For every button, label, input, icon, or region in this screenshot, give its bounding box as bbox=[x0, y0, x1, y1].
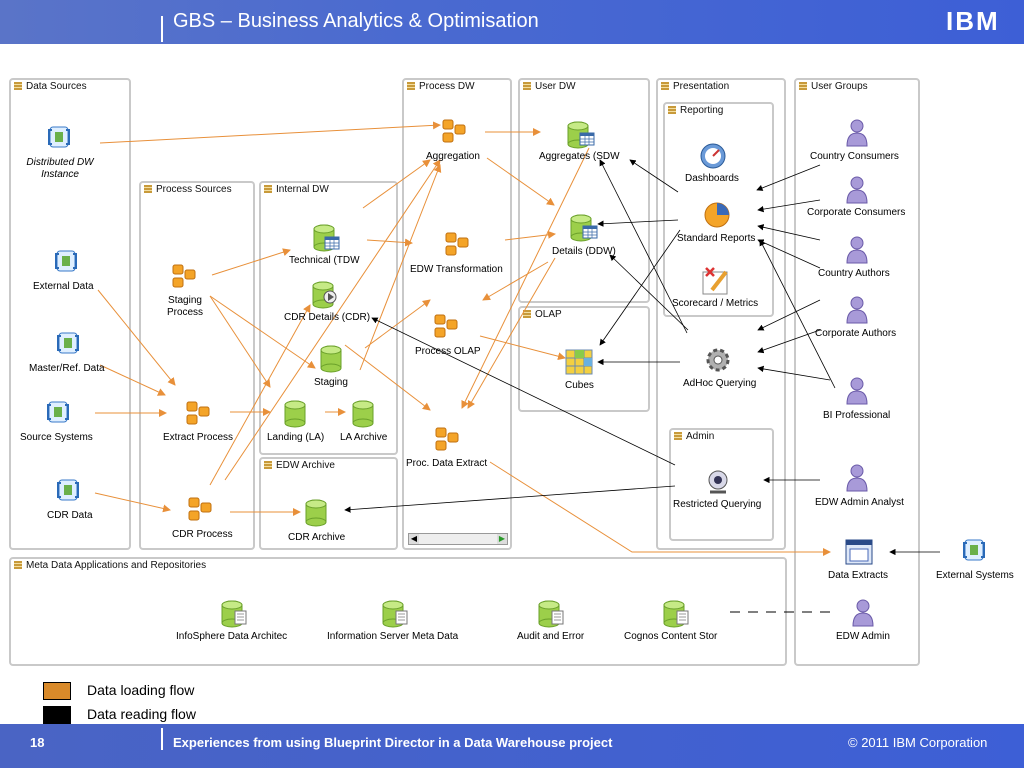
node-data-extracts: Data Extracts bbox=[828, 570, 889, 581]
node-cubes: Cubes bbox=[565, 380, 594, 391]
node-proc-data-extract: Proc. Data Extract bbox=[406, 458, 488, 469]
legend-loading-swatch bbox=[43, 682, 71, 700]
person-icon-bi-professional bbox=[846, 377, 868, 405]
proc-data-extract-icon bbox=[435, 427, 459, 451]
page-number: 18 bbox=[30, 735, 45, 750]
node-cdr-data: CDR Data bbox=[47, 510, 93, 521]
legend-loading-label: Data loading flow bbox=[87, 682, 195, 698]
node-process-olap: Process OLAP bbox=[415, 346, 481, 357]
person-icon-corporate-consumers bbox=[846, 176, 868, 204]
person-icon-country-consumers bbox=[846, 119, 868, 147]
data-extracts-icon bbox=[845, 539, 873, 565]
node-cdr-archive: CDR Archive bbox=[288, 532, 346, 543]
panel-process-dw: Process DW bbox=[402, 78, 512, 550]
node-edw-admin: EDW Admin bbox=[836, 631, 890, 642]
node-edw-transformation: EDW Transformation bbox=[410, 264, 503, 275]
cdr-data-icon bbox=[57, 479, 79, 501]
cubes-icon bbox=[565, 349, 593, 375]
edw-transformation-icon bbox=[445, 232, 469, 256]
panel-user-dw: User DW bbox=[518, 78, 650, 303]
legend-reading-label: Data reading flow bbox=[87, 706, 196, 722]
dashboard-icon bbox=[700, 143, 726, 169]
panel-edw-archive: EDW Archive bbox=[259, 457, 398, 550]
node-master-ref: Master/Ref. Data bbox=[29, 363, 105, 374]
node-aggregation: Aggregation bbox=[426, 151, 480, 162]
scorecard-icon bbox=[702, 267, 728, 295]
node-info-server: Information Server Meta Data bbox=[327, 631, 459, 642]
person-icon-country-authors bbox=[846, 236, 868, 264]
node-cdr-details: CDR Details (CDR) bbox=[284, 312, 371, 323]
node-cognos: Cognos Content Stor bbox=[624, 631, 718, 642]
node-corporate-consumers: Corporate Consumers bbox=[807, 207, 906, 218]
node-edw-admin-analyst: EDW Admin Analyst bbox=[815, 497, 904, 508]
node-country-consumers: Country Consumers bbox=[810, 151, 899, 162]
source-systems-icon bbox=[47, 401, 69, 423]
legend-reading-swatch bbox=[43, 706, 71, 724]
node-adhoc: AdHoc Querying bbox=[683, 378, 757, 389]
footer-divider bbox=[161, 728, 163, 750]
node-source-systems: Source Systems bbox=[20, 432, 93, 443]
node-restricted: Restricted Querying bbox=[673, 499, 762, 510]
node-landing: Landing (LA) bbox=[267, 432, 325, 443]
process-olap-icon bbox=[434, 314, 458, 338]
footer-bar: 18 Experiences from using Blueprint Dire… bbox=[0, 724, 1024, 768]
copyright: © 2011 IBM Corporation bbox=[848, 735, 988, 750]
page-title: GBS – Business Analytics & Optimisation bbox=[173, 10, 539, 32]
node-external-systems: External Systems bbox=[936, 570, 1014, 581]
panel-process-sources: Process Sources bbox=[139, 181, 255, 550]
node-extract-process: Extract Process bbox=[163, 432, 234, 443]
node-cdr-process: CDR Process bbox=[172, 529, 233, 540]
node-staging: Staging bbox=[314, 377, 348, 388]
cdr-process-icon bbox=[188, 497, 212, 521]
external-systems-icon bbox=[963, 539, 985, 561]
panel-data-sources: Data Sources bbox=[9, 78, 131, 550]
node-external-data: External Data bbox=[33, 281, 94, 292]
gear-icon bbox=[706, 348, 730, 372]
header-divider bbox=[161, 16, 163, 42]
person-icon-edw-admin-analyst bbox=[846, 464, 868, 492]
node-scorecard: Scorecard / Metrics bbox=[672, 298, 759, 309]
header-bar: GBS – Business Analytics & Optimisation … bbox=[0, 0, 1024, 44]
la-archive-db-icon bbox=[352, 400, 374, 428]
landing-db-icon bbox=[284, 400, 306, 428]
node-distributed: Distributed DW Instance bbox=[26, 157, 94, 180]
cdr-archive-db-icon bbox=[305, 499, 327, 527]
node-aggregates: Aggregates (SDW bbox=[539, 151, 620, 162]
panel-user-groups: User Groups bbox=[794, 78, 920, 666]
node-dashboards: Dashboards bbox=[685, 173, 739, 184]
scrollbar[interactable]: ◀ ▶ bbox=[408, 533, 508, 545]
person-icon-corporate-authors bbox=[846, 296, 868, 324]
node-la-archive: LA Archive bbox=[340, 432, 388, 443]
node-staging-process: Staging Process bbox=[166, 295, 204, 318]
staging-db-icon bbox=[320, 345, 342, 373]
footer-subtitle: Experiences from using Blueprint Directo… bbox=[173, 735, 613, 750]
node-corporate-authors: Corporate Authors bbox=[815, 328, 897, 339]
node-details: Details (DDW) bbox=[552, 246, 616, 257]
staging-process-icon bbox=[172, 264, 196, 288]
table-icon bbox=[324, 236, 340, 250]
node-technical: Technical (TDW bbox=[289, 255, 360, 266]
master-ref-icon bbox=[57, 332, 79, 354]
node-audit: Audit and Error bbox=[517, 631, 585, 642]
node-standard-reports: Standard Reports bbox=[677, 233, 756, 244]
webcam-icon bbox=[708, 470, 728, 494]
ibm-logo: IBM bbox=[946, 6, 1016, 36]
node-infosphere: InfoSphere Data Architec bbox=[176, 631, 288, 642]
pie-chart-icon bbox=[704, 202, 730, 228]
extract-process-icon bbox=[186, 401, 210, 425]
external-data-icon bbox=[55, 250, 77, 272]
node-bi-professional: BI Professional bbox=[823, 410, 891, 421]
distributed-source-icon bbox=[48, 126, 70, 148]
person-icon-edw-admin bbox=[852, 599, 874, 627]
node-country-authors: Country Authors bbox=[818, 268, 890, 279]
aggregation-icon bbox=[442, 119, 466, 143]
